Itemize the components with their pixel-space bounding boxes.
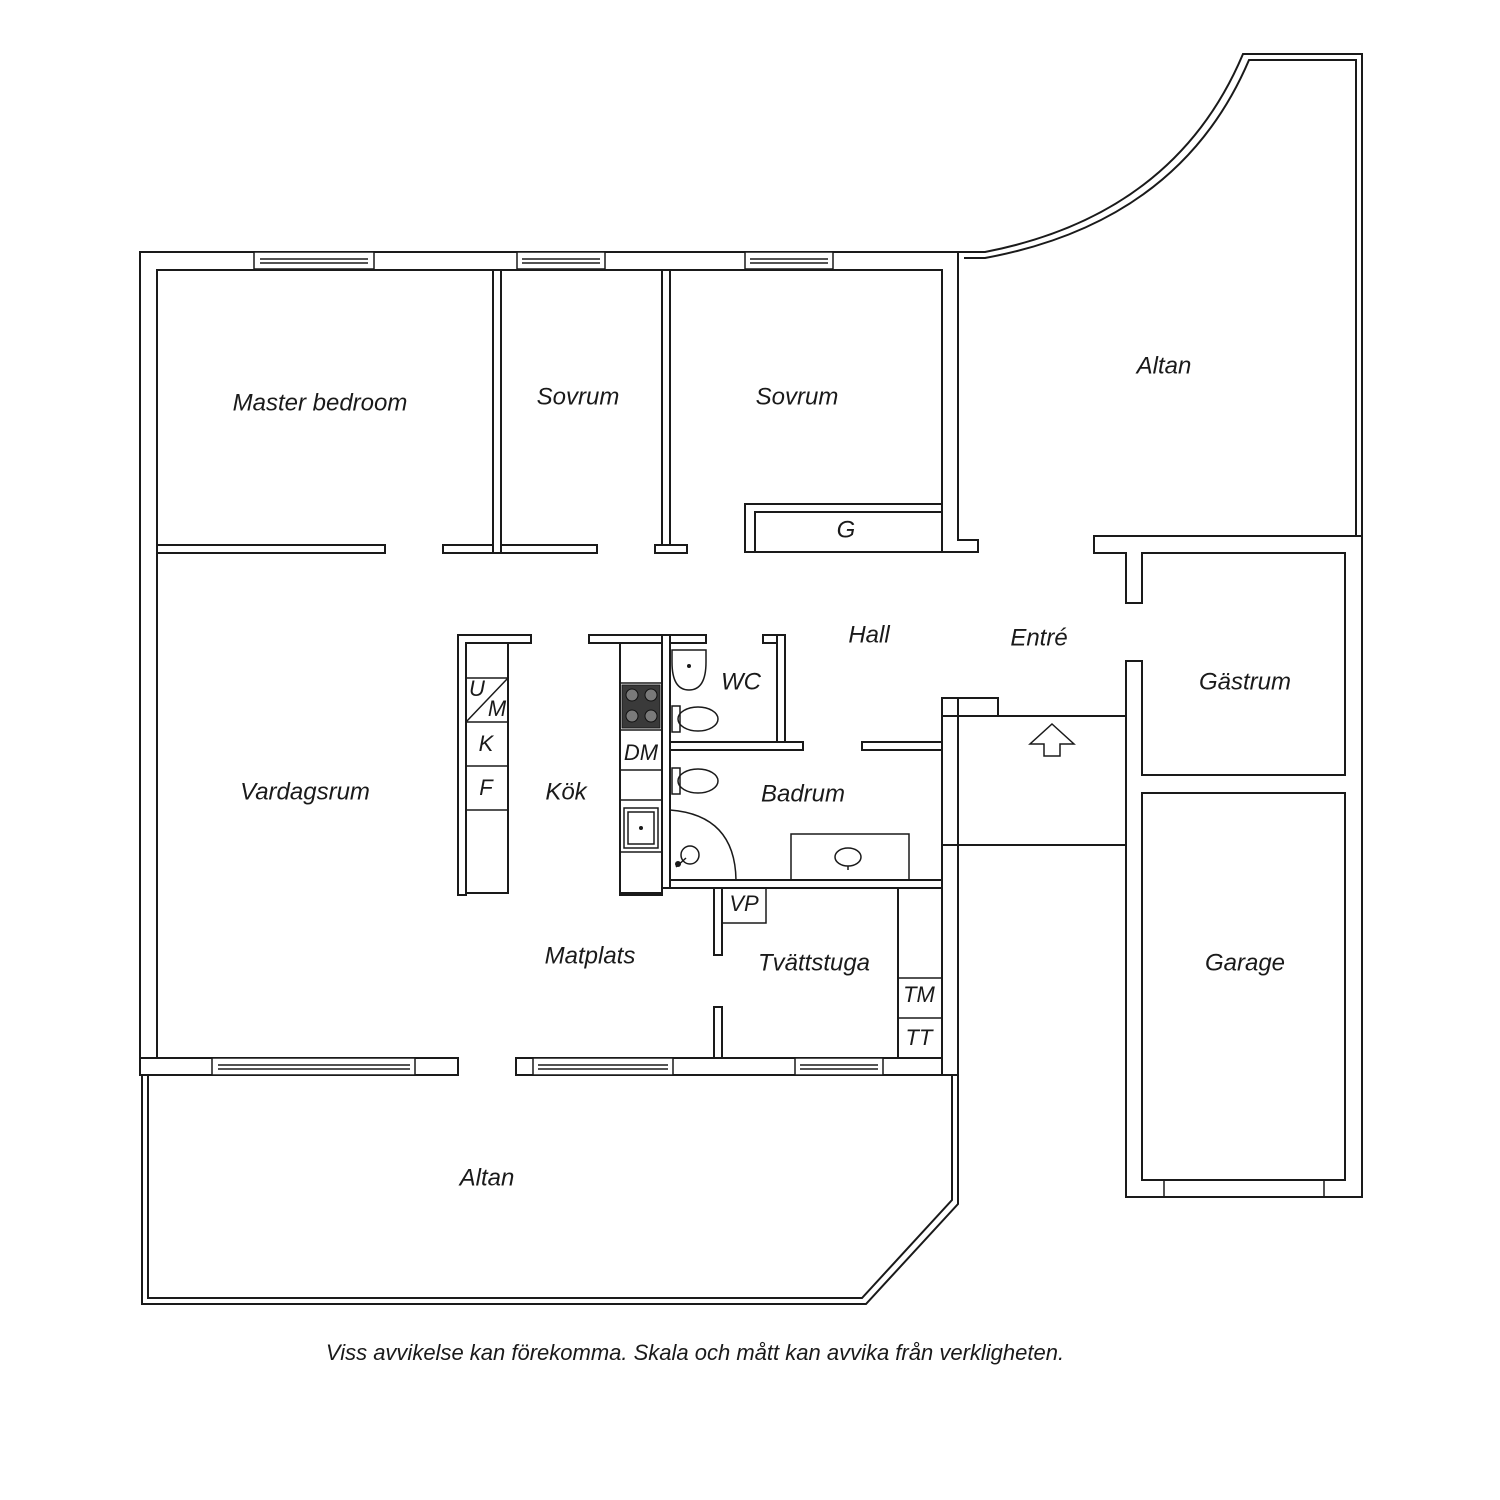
bathroom-toilet-icon: [671, 767, 719, 795]
shower-icon: [669, 809, 737, 881]
room-label-sovrum-1: Sovrum: [537, 383, 620, 410]
room-label-hall: Hall: [848, 621, 890, 648]
fixture-label-f: F: [479, 775, 494, 800]
room-label-tvattstuga: Tvättstuga: [758, 949, 870, 976]
altan-top-outline: [958, 53, 1363, 540]
room-label-matplats: Matplats: [545, 942, 636, 969]
room-label-garage: Garage: [1205, 949, 1285, 976]
room-label-kok: Kök: [545, 778, 588, 805]
room-label-altan-bottom: Altan: [458, 1164, 515, 1191]
wc-basin-icon: [671, 649, 707, 691]
kitchen-sink-icon: [623, 807, 659, 849]
fixture-label-u: U: [469, 676, 485, 701]
bathroom-sink-icon: [790, 833, 910, 881]
room-label-garderob: G: [837, 516, 856, 543]
room-label-badrum: Badrum: [761, 780, 845, 807]
interior-walls: [141, 269, 1363, 1305]
room-label-wc: WC: [721, 668, 762, 695]
fixture-label-dm: DM: [624, 740, 659, 765]
room-label-entre: Entré: [1010, 624, 1067, 651]
room-label-master-bedroom: Master bedroom: [233, 389, 408, 416]
wc-toilet-icon: [671, 705, 719, 733]
fixture-label-k: K: [479, 731, 495, 756]
fixture-label-tt: TT: [906, 1025, 934, 1050]
room-label-gastrum: Gästrum: [1199, 668, 1291, 695]
water-heater-box: [721, 887, 767, 924]
fixture-label-m: M: [488, 696, 507, 721]
room-label-sovrum-2: Sovrum: [756, 383, 839, 410]
room-label-vardagsrum: Vardagsrum: [240, 778, 370, 805]
room-label-altan-top: Altan: [1135, 352, 1192, 379]
stove-icon: [621, 684, 661, 729]
fixture-label-tm: TM: [903, 982, 935, 1007]
fixture-label-vp: VP: [729, 891, 759, 916]
entrance-arrow-icon: [1028, 722, 1076, 757]
disclaimer-text: Viss avvikelse kan förekomma. Skala och …: [325, 1340, 1065, 1365]
